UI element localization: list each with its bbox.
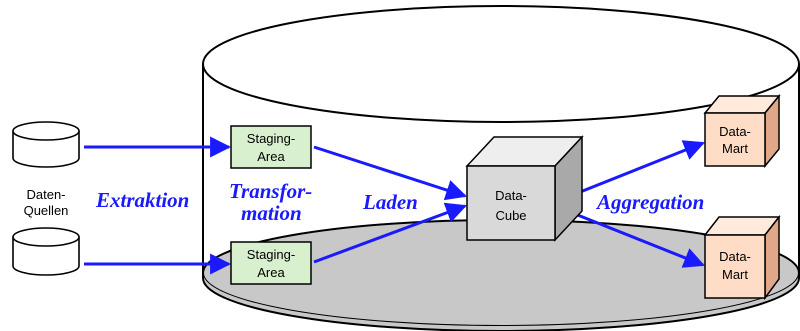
warehouse-bottom-rim: [202, 277, 800, 331]
arrow-load-top: [313, 145, 467, 201]
mart-bottom-line2: Mart: [722, 267, 748, 282]
data-cube: Data- Cube: [465, 135, 584, 242]
mart-top-line2: Mart: [722, 141, 748, 156]
mart-top-line1: Data-: [719, 124, 751, 139]
arrow-load-bottom: [313, 202, 467, 264]
mart-bottom-line1: Data-: [719, 249, 751, 264]
staging-bottom-line1: Staging-: [247, 247, 295, 262]
data-source-top: [12, 121, 80, 168]
process-transformation-line2: mation: [241, 201, 302, 225]
staging-area-bottom: Staging- Area: [230, 241, 312, 285]
staging-top-line2: Area: [257, 149, 285, 164]
process-aggregation: Aggregation: [595, 190, 704, 214]
data-source-bottom: [12, 227, 80, 276]
process-extraction: Extraktion: [95, 188, 189, 212]
warehouse-top-rim: [202, 5, 800, 123]
data-mart-top: Data- Mart: [703, 93, 781, 169]
staging-top-line1: Staging-: [247, 131, 295, 146]
staging-bottom-line2: Area: [257, 265, 285, 280]
staging-area-top: Staging- Area: [230, 125, 312, 169]
cube-line2: Cube: [495, 208, 526, 223]
process-transformation-line1: Transfor-: [229, 179, 312, 203]
sources-label-line2: Quellen: [24, 203, 69, 218]
sources-label-line1: Daten-: [26, 187, 65, 202]
cube-line1: Data-: [495, 188, 527, 203]
process-loading: Laden: [362, 190, 418, 214]
data-mart-bottom: Data- Mart: [703, 214, 781, 301]
arrow-aggregate-bottom: [554, 204, 705, 268]
